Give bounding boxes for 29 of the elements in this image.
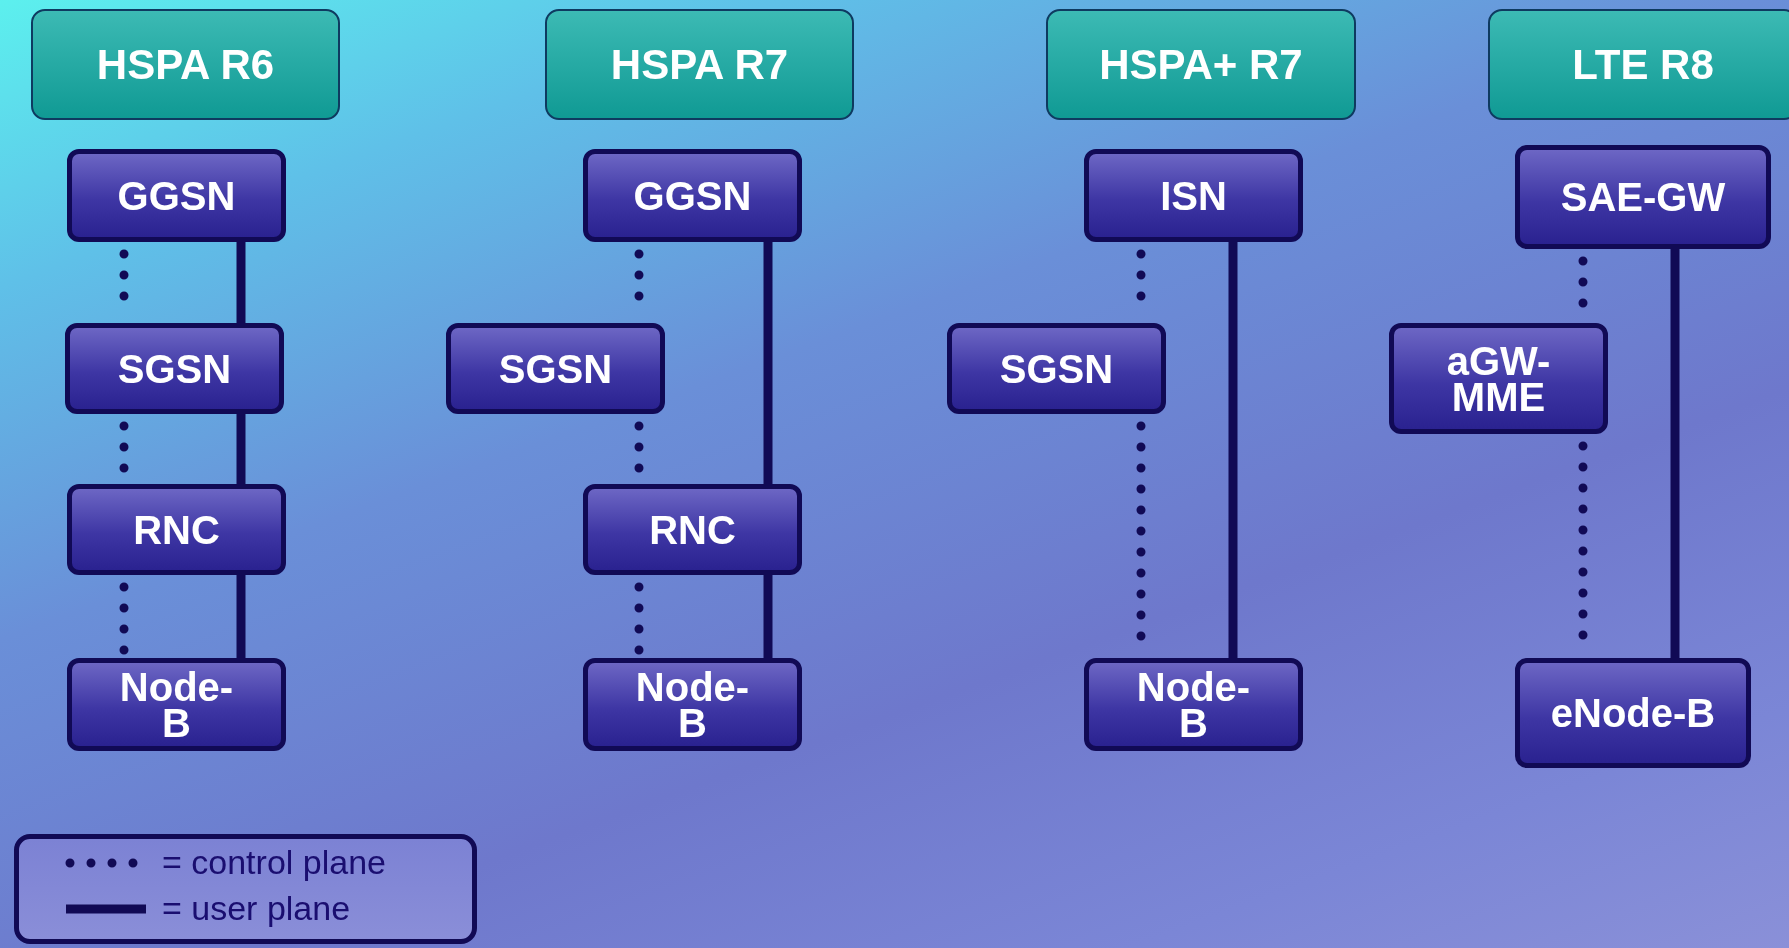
network-node-box: SAE-GW <box>1515 145 1771 249</box>
release-header: HSPA R6 <box>31 9 340 120</box>
release-header: HSPA+ R7 <box>1046 9 1356 120</box>
network-node-box: Node-B <box>583 658 802 751</box>
network-node-box: eNode-B <box>1515 658 1751 768</box>
connector-line <box>236 575 246 658</box>
network-node-box: SGSN <box>65 323 284 414</box>
network-node-box: Node-B <box>1084 658 1303 751</box>
connector-line <box>763 242 773 484</box>
network-node-box: ISN <box>1084 149 1303 242</box>
network-node-box: SGSN <box>446 323 665 414</box>
network-node-box: SGSN <box>947 323 1166 414</box>
network-node-box: GGSN <box>67 149 286 242</box>
connector-line <box>763 575 773 658</box>
legend-text: = user plane <box>162 889 351 928</box>
dotted-connector <box>119 582 129 657</box>
legend-text: = control plane <box>162 843 386 882</box>
network-node-box: GGSN <box>583 149 802 242</box>
dotted-connector <box>634 582 644 657</box>
network-node-box: RNC <box>583 484 802 575</box>
release-header: LTE R8 <box>1488 9 1789 120</box>
connector-line <box>236 414 246 484</box>
connector-line <box>1670 249 1680 658</box>
network-node-box: Node-B <box>67 658 286 751</box>
network-node-box: aGW-MME <box>1389 323 1608 434</box>
network-node-box: RNC <box>67 484 286 575</box>
release-header: HSPA R7 <box>545 9 854 120</box>
connector-line <box>1228 242 1238 658</box>
connector-line <box>236 242 246 323</box>
